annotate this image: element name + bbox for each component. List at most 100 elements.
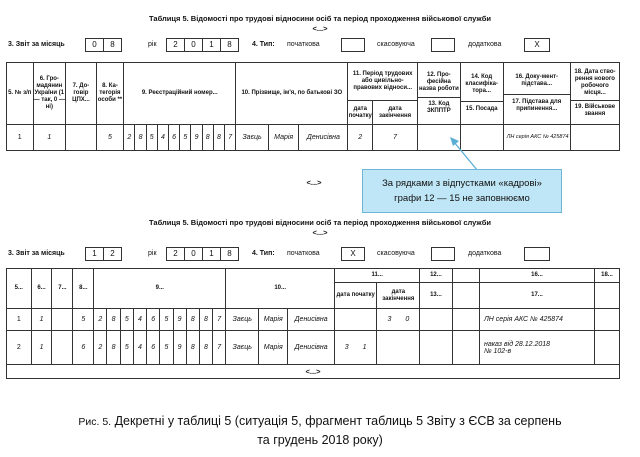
year-digit: 2 xyxy=(166,247,185,261)
type-additional-checkbox-1[interactable]: X xyxy=(524,38,550,52)
patronymic-cell: Денисівна xyxy=(287,308,336,331)
col-header: 16. Доку-мент-підстава... 17. Підстава д… xyxy=(502,62,571,125)
cell xyxy=(416,124,461,151)
reg-digit: 8 xyxy=(185,330,200,365)
cell xyxy=(451,308,481,331)
type-additional-checkbox-2[interactable] xyxy=(524,247,550,261)
month-label-2: 3. Звіт за місяць xyxy=(8,250,65,257)
col-header: 6... xyxy=(30,268,53,309)
col-header: 17. Підстава для припинення... xyxy=(512,99,562,112)
ellipsis-bottom-1: <...> xyxy=(306,178,322,187)
cell xyxy=(569,124,621,151)
reg-digit: 7 xyxy=(212,330,227,365)
col-header: 16... xyxy=(479,268,595,283)
cell xyxy=(51,308,74,331)
reg-digit: 2 xyxy=(93,330,108,365)
end-cell: 7 xyxy=(372,124,418,151)
surname-cell: Заєць xyxy=(225,330,260,365)
reg-digit: 8 xyxy=(201,124,214,151)
start-value: 3 xyxy=(344,344,349,351)
year-digit: 2 xyxy=(166,38,185,52)
end-value: 0 xyxy=(405,316,410,323)
doc-cell: ЛН серія АКС № 425874 xyxy=(479,308,595,331)
month-field-1[interactable]: 0 8 xyxy=(85,38,122,52)
type-initial-checkbox-2[interactable]: X xyxy=(341,247,365,261)
type-cancel-checkbox-1[interactable] xyxy=(431,38,455,52)
cell: 1 xyxy=(6,308,32,331)
col-header: 18... xyxy=(593,268,621,283)
reg-digit: 5 xyxy=(119,330,134,365)
cell: 6 xyxy=(72,330,95,365)
table-title-2: Таблиця 5. Відомості про трудові відноси… xyxy=(149,218,491,227)
col-header: 6. Гро-мадянин України (1 — так, 0 — ні) xyxy=(32,62,67,125)
year-field-1[interactable]: 2 0 1 8 xyxy=(166,38,239,52)
surname-cell: Заєць xyxy=(235,124,269,151)
reg-digit: 9 xyxy=(190,124,203,151)
callout-line: За рядками з відпустками «кадрові» xyxy=(382,178,542,189)
type-label-1: 4. Тип: xyxy=(252,41,275,48)
doc-line: № 102-в xyxy=(484,347,512,355)
name-cell: Марія xyxy=(258,330,289,365)
table-5-aug: 5. № з/п 6. Гро-мадянин України (1 — так… xyxy=(6,62,621,151)
caption-prefix: Рис. 5. xyxy=(78,416,112,428)
col-subheader: дата початку xyxy=(347,100,374,125)
type-cancel-checkbox-2[interactable] xyxy=(431,247,455,261)
cell xyxy=(51,330,74,365)
cell xyxy=(459,124,504,151)
end-value: 1 xyxy=(362,344,367,351)
type-cancel-label-2: скасовуюча xyxy=(377,250,415,257)
reg-digit: 9 xyxy=(172,308,187,331)
patronymic-cell: Денисівна xyxy=(298,124,349,151)
doc-line: наказ від 28.12.2018 xyxy=(484,340,551,348)
col-header: 15. Посада xyxy=(465,106,498,112)
col-subheader: дата початку xyxy=(334,282,378,309)
type-initial-checkbox-1[interactable] xyxy=(341,38,365,52)
table-footer-dots: <...> xyxy=(6,364,620,379)
callout-note: За рядками з відпустками «кадрові» графи… xyxy=(362,169,562,213)
col-header: 5. № з/п xyxy=(6,62,34,125)
col-header: 19. Військове звання xyxy=(574,104,616,117)
cell: 1 xyxy=(30,330,53,365)
cell: 1 xyxy=(32,124,67,151)
col-header: 8. Ка-тегорія особи ** xyxy=(95,62,125,125)
type-label-2: 4. Тип: xyxy=(252,250,275,257)
reg-digit: 2 xyxy=(93,308,108,331)
cell xyxy=(376,330,421,365)
cell xyxy=(419,308,453,331)
col-header: 18. Дата ство-рення нового робочого місц… xyxy=(570,69,619,101)
figure-caption: Рис. 5. Декретні у таблиці 5 (ситуація 5… xyxy=(0,412,640,432)
table-5-dec: 5... 6... 7... 8... 9... 10... 11... 12.… xyxy=(6,268,621,379)
col-header: 5... xyxy=(6,268,32,309)
table-title-1: Таблиця 5. Відомості про трудові відноси… xyxy=(149,14,491,23)
reg-digit: 8 xyxy=(212,124,226,151)
col-header: 12... xyxy=(419,268,453,283)
type-cancel-label-1: скасовуюча xyxy=(377,41,415,48)
col-header xyxy=(451,268,481,283)
reg-digit: 6 xyxy=(146,308,161,331)
cell xyxy=(593,330,621,365)
reg-digit: 6 xyxy=(146,330,161,365)
col-header: 11... xyxy=(334,268,421,283)
year-label-2: рік xyxy=(148,250,157,257)
year-field-2[interactable]: 2 0 1 8 xyxy=(166,247,239,261)
month-digit: 2 xyxy=(103,247,122,261)
year-label-1: рік xyxy=(148,41,157,48)
col-header: 8... xyxy=(72,268,95,309)
cell xyxy=(451,330,481,365)
cell xyxy=(593,308,621,331)
cell xyxy=(334,308,378,331)
reg-digit: 5 xyxy=(119,308,134,331)
name-cell: Марія xyxy=(258,308,289,331)
year-digit: 8 xyxy=(220,247,239,261)
month-field-2[interactable]: 1 2 xyxy=(85,247,122,261)
col-header: 13... xyxy=(419,282,453,309)
type-initial-label-1: початкова xyxy=(287,41,320,48)
type-additional-label-1: додаткова xyxy=(468,41,502,48)
reg-digit: 5 xyxy=(145,124,158,151)
year-digit: 0 xyxy=(184,247,203,261)
cell xyxy=(65,124,97,151)
reg-digit: 8 xyxy=(185,308,200,331)
reg-digit: 7 xyxy=(224,124,237,151)
callout-line: графи 12 — 15 не заповнюємо xyxy=(394,193,530,204)
patronymic-cell: Денисівна xyxy=(287,330,336,365)
